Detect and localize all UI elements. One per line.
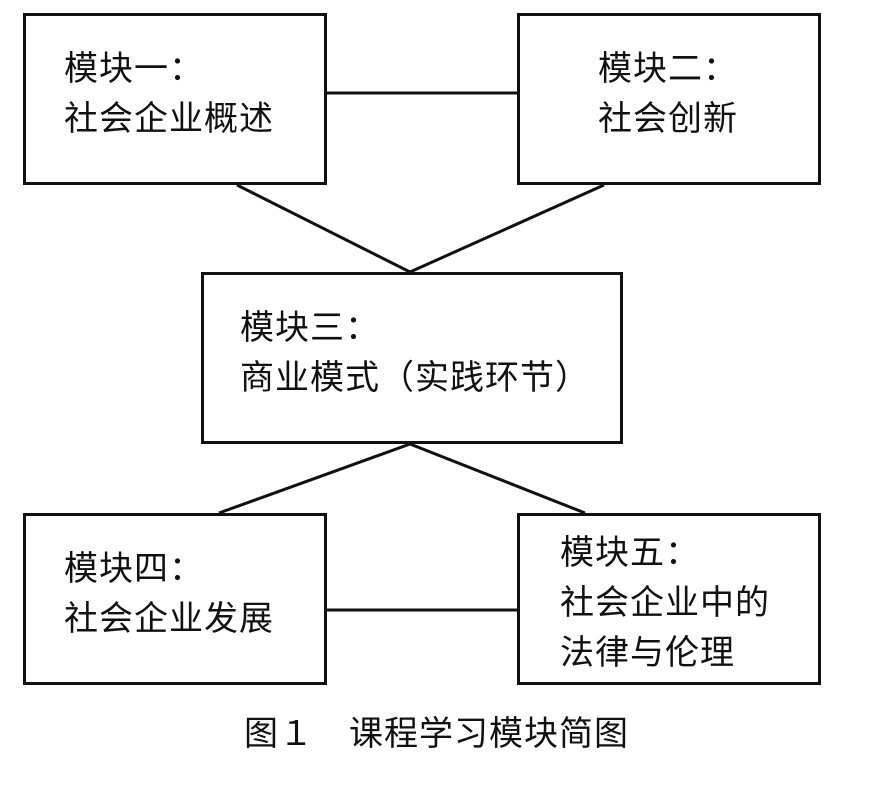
module-2-title: 模块二： [598,49,738,89]
module-5-text: 模块五： 社会企业中的 法律与伦理 [560,528,770,678]
module-3-subtitle: 商业模式（实践环节） [240,358,590,398]
module-1-title: 模块一： [64,49,204,89]
module-4-title: 模块四： [64,549,204,589]
module-5-box: 模块五： 社会企业中的 法律与伦理 [517,513,821,685]
module-5-subtitle-line-1: 社会企业中的 [560,583,770,623]
module-3-box: 模块三： 商业模式（实践环节） [201,272,623,444]
edge-m1-m3 [236,183,411,274]
module-5-title: 模块五： [560,533,700,573]
edge-m2-m3 [409,183,605,274]
module-3-title: 模块三： [240,308,380,348]
module-2-box: 模块二： 社会创新 [517,13,821,185]
module-2-text: 模块二： 社会创新 [598,44,738,144]
module-4-box: 模块四： 社会企业发展 [23,513,327,685]
module-2-subtitle: 社会创新 [598,99,738,139]
figure-caption: 图１ 课程学习模块简图 [244,714,629,754]
module-1-text: 模块一： 社会企业概述 [64,44,274,144]
edge-m3-m5 [409,442,586,515]
module-3-text: 模块三： 商业模式（实践环节） [240,303,590,403]
module-4-text: 模块四： 社会企业发展 [64,544,274,644]
module-4-subtitle: 社会企业发展 [64,599,274,639]
module-1-box: 模块一： 社会企业概述 [23,13,327,185]
edge-m3-m4 [218,442,411,515]
module-1-subtitle: 社会企业概述 [64,99,274,139]
module-5-subtitle-line-2: 法律与伦理 [560,633,735,673]
